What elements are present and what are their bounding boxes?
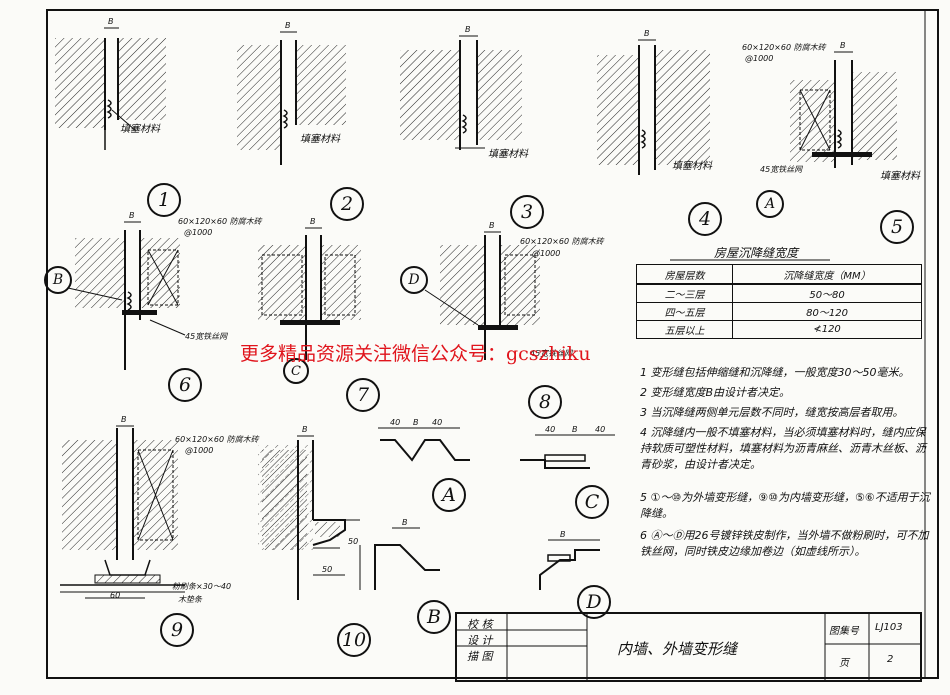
detail-number-5: 5 [880,210,914,244]
dim-50-10b: 50 [322,565,333,574]
brick-spacing-5: @1000 [745,54,774,63]
profile-label-A: A [432,478,466,512]
dim-b-10: B [302,425,308,434]
dim-b-1: B [108,17,114,26]
strip-label-6: 45宽铁丝网 [185,332,228,341]
dim-b-9: B [121,415,127,424]
profile-A-dim-b: B [413,418,419,427]
atlas-number: LJ103 [875,622,903,633]
detail-number-1: 1 [147,183,181,217]
note-4: 4 沉降缝内一般不填塞材料，当必须填塞材料时，缝内应保持软质可塑性材料，填塞材料… [640,426,926,471]
strip-label-9: 粉刷条×30～40 [172,582,232,591]
fill-label-4: 填塞材料 [672,161,712,172]
brick-spacing-9: @1000 [185,446,214,455]
note-5: 5 ①～⑩为外墙变形缝，⑨⑩为内墙变形缝，⑤⑥不适用于沉降缝。 [640,491,930,520]
dim-b-5: B [840,41,846,50]
tb-draw-label: 描 图 [467,650,493,663]
drawing-title: 内墙、外墙变形缝 [617,640,738,658]
table-row: 五层以上 ≮120 [635,320,922,339]
watermark: 更多精品资源关注微信公众号：gcszhiku [240,343,591,365]
profile-B-graphic [359,527,440,590]
dim-b-7: B [310,217,316,226]
strip-label2-9: 木垫条 [178,595,202,604]
profile-A-dim-40a: 40 [390,418,401,427]
profile-A-dim-40b: 40 [432,418,443,427]
fill-label-5: 填塞材料 [880,171,920,182]
detail-number-4: 4 [688,202,722,236]
detail-7-graphic [258,227,361,360]
profile-label-B: B [417,600,451,634]
table-header-floors: 房屋层数 [635,264,734,285]
detail-number-10: 10 [337,623,371,657]
brick-spacing-6: @1000 [184,228,213,237]
note-6: 6 Ⓐ～Ⓓ用26号镀锌铁皮制作，当外墙不做粉刷时，可不加铁丝网，同时铁皮边缘加卷… [640,529,929,558]
detail-5-graphic [790,51,897,168]
page-label: 页 [839,658,849,669]
dim-50-10a: 50 [348,537,359,546]
detail-number-2: 2 [330,187,364,221]
ref-circle-D: D [400,266,428,294]
detail-number-9: 9 [160,613,194,647]
detail-1-graphic [55,27,166,150]
dim-b-6: B [129,211,135,220]
detail-4-graphic [597,39,710,175]
brick-label-6: 60×120×60 防腐木砖 [178,217,262,226]
dim-60-9: 60 [110,591,121,600]
atlas-label: 图集号 [829,626,859,637]
settlement-table: 房屋层数 沉降缝宽度（MM） 二～三层 50～80 四～五层 80～120 五层… [635,264,922,339]
detail-3-graphic [400,35,522,150]
tb-check-label: 校 核 [467,618,493,631]
note-2: 2 变形缝宽度B由设计者决定。 [640,386,791,399]
detail-9-graphic [60,425,185,599]
profile-C-dim-40b: 40 [595,425,606,434]
table-header-width: 沉降缝宽度（MM） [732,264,922,285]
table-row: 二～三层 50～80 [635,283,922,303]
strip-label-5: 45宽铁丝网 [760,165,803,174]
strip-label-8: 45宽铁丝网 [530,349,573,358]
brick-label-5: 60×120×60 防腐木砖 [742,43,826,52]
detail-number-3: 3 [510,195,544,229]
profile-B-dim-b: B [402,518,408,527]
dim-b-4: B [644,29,650,38]
page-number: 2 [887,654,894,665]
detail-number-8: 8 [528,385,562,419]
table-row: 四～五层 80～120 [635,302,922,321]
ref-circle-A: A [756,190,784,218]
dim-b-2: B [285,21,291,30]
profile-C-dim-40a: 40 [545,425,556,434]
detail-2-graphic [237,31,346,165]
fill-label-2: 填塞材料 [300,134,340,145]
detail-10-graphic [258,435,360,600]
dim-b-3: B [465,25,471,34]
title-block: 校 核 设 计 描 图 内墙、外墙变形缝 图集号 LJ103 页 2 [455,612,922,682]
brick-label-9: 60×120×60 防腐木砖 [175,435,259,444]
profile-C-dim-b: B [572,425,578,434]
brick-spacing-8: @1000 [532,249,561,258]
title-block-grid [457,614,920,680]
profile-A-graphic [378,427,470,462]
table-title: 房屋沉降缝宽度 [714,246,799,260]
profile-label-C: C [575,485,609,519]
fill-label-3: 填塞材料 [488,149,528,160]
profile-D-dim-b: B [560,530,566,539]
fill-label-1: 填塞材料 [120,124,160,135]
note-1: 1 变形缝包括伸缩缝和沉降缝，一般宽度30～50毫米。 [640,366,910,379]
detail-8-graphic [424,231,540,360]
sheet-border [46,9,939,679]
brick-label-8: 60×120×60 防腐木砖 [520,237,604,246]
dim-b-8: B [489,221,495,230]
tb-design-label: 设 计 [467,634,493,647]
profile-label-D: D [577,585,611,619]
profile-C-graphic [520,434,615,469]
ref-circle-B: B [44,266,72,294]
ref-circle-C: C [283,358,309,384]
detail-6-graphic [67,221,186,370]
detail-number-7: 7 [346,378,380,412]
note-3: 3 当沉降缝两侧单元层数不同时，缝宽按高层者取用。 [640,406,904,419]
profile-D-graphic [539,539,600,590]
detail-number-6: 6 [168,368,202,402]
